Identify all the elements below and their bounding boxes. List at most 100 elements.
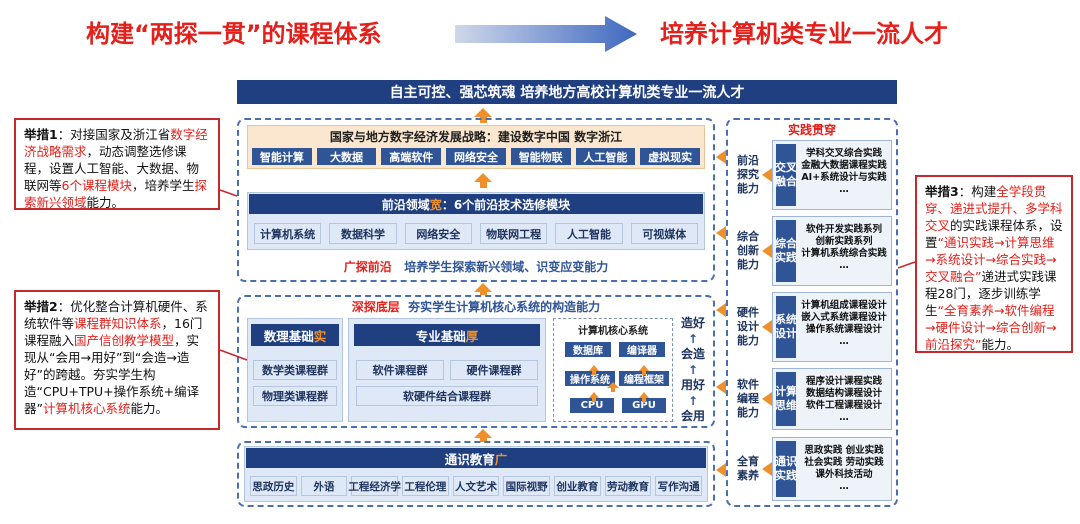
note1-r1: 数字经济战略需求 — [24, 127, 208, 159]
frontier-item: 人工智能 — [555, 223, 623, 244]
math-title-pre: 数理基础 — [263, 328, 314, 344]
general-title-em: 广 — [494, 451, 508, 467]
frontier-footer-red: 广探前沿 — [343, 260, 392, 274]
practice-type: 综合 实践 — [775, 220, 797, 282]
frontier-item: 可视媒体 — [630, 223, 698, 244]
strategy-item: 智能物联 — [510, 148, 571, 165]
strategy-item: 人工智能 — [575, 148, 636, 165]
general-item: 外语 — [300, 476, 348, 496]
pro-title-em: 厚 — [465, 328, 479, 344]
arrow-left-icon — [762, 392, 772, 406]
note3-t3: 递进式实践课程28门，逐步训练学生 — [925, 269, 1057, 318]
frontier-title-em: 宽 — [429, 197, 442, 212]
note-measure-3: 举措3：构建全学段贯穿、递进式提升、多学科交叉的实践课程体系，设置“通识实践→计… — [915, 175, 1073, 353]
strategy-item: 网络安全 — [446, 148, 506, 165]
general-title-bar: 通识教育广 — [246, 448, 706, 468]
frontier-item: 物联网工程 — [480, 223, 548, 244]
note1-r3: 探索新兴领域 — [24, 178, 207, 210]
frontier-title-bar: 前沿领域宽：6个前沿技术选修模块 — [249, 194, 703, 214]
strategy-item: 智能计算 — [252, 148, 312, 165]
note2-t4: 能力。 — [130, 401, 169, 416]
pro-title-pre: 专业基础 — [415, 328, 466, 344]
deep-title-blue: 夯实学生计算机核心系统的构造能力 — [408, 300, 601, 314]
note2-label: 举措2 — [24, 299, 58, 314]
note3-r1: 全学段贯穿、递进式提升、多学科交叉 — [925, 184, 1063, 233]
frontier-item: 计算机系统 — [254, 223, 322, 244]
note3-label: 举措3 — [925, 184, 959, 199]
math-title-em: 实 — [313, 328, 327, 344]
note3-t2: 的实践课程体系，设置 — [925, 218, 1063, 250]
frontier-item: 网络安全 — [404, 223, 472, 244]
practice-title: 实践贯穿 — [787, 123, 836, 137]
general-zone — [237, 441, 715, 507]
practice-ability: 硬件 设计 能力 — [737, 306, 759, 347]
general-title-pre: 通识教育 — [444, 451, 495, 467]
note2-r1: 课程群知识体系 — [74, 316, 162, 331]
arrow-left-icon — [716, 380, 726, 394]
practice-list: 软件开发实践系列 创新实践系列 计算机系统综合实践 … — [801, 224, 887, 271]
general-item: 思政历史 — [250, 476, 297, 496]
arrow-left-icon — [716, 150, 726, 164]
math-item: 数学类课程群 — [253, 360, 337, 380]
practice-type: 系统 设计 — [775, 296, 797, 358]
core-title: 计算机核心系统 — [578, 326, 648, 337]
strategy-item: 高端软件 — [381, 148, 442, 165]
note3-r3: “全育素养→软件编程→硬件设计→综合创新→前沿探究” — [925, 303, 1057, 352]
arrow-left-icon — [762, 168, 772, 182]
core-item-cpu: CPU — [570, 398, 614, 413]
core-item-compiler: 编译器 — [619, 342, 665, 357]
arrow-left-icon — [762, 462, 772, 476]
practice-zone — [726, 118, 898, 507]
right-title: 培养计算机类专业一流人才 — [660, 20, 948, 48]
note3-t4: 能力。 — [981, 337, 1019, 352]
deep-zone — [237, 295, 715, 428]
arrow-stem — [480, 182, 487, 188]
general-item: 创业教育 — [554, 476, 601, 496]
arrow-left-icon — [716, 226, 726, 240]
general-item: 写作沟通 — [655, 476, 702, 496]
practice-ability: 前沿 探究 能力 — [737, 154, 759, 195]
progress-step: 会造 — [680, 347, 705, 361]
note1-t4: 能力。 — [86, 195, 125, 210]
arrow-left-icon — [716, 303, 726, 317]
arrow-up-icon — [474, 283, 492, 292]
note1-t1: ：对接国家及浙江省 — [57, 127, 171, 142]
core-item-gpu: GPU — [622, 398, 666, 413]
pro-title: 专业基础厚 — [354, 324, 540, 346]
note-measure-1: 举措1：对接国家及浙江省数字经济战略需求，动态调整选修课程，设置人工智能、大数据… — [14, 118, 220, 210]
general-item: 劳动教育 — [604, 476, 652, 496]
strategy-item: 虚拟现实 — [640, 148, 700, 165]
deep-title-red: 深探底层 — [351, 300, 400, 314]
frontier-item: 数据科学 — [329, 223, 397, 244]
note-measure-2: 举措2：优化整合计算机硬件、系统软件等课程群知识体系，16门课程融入国产信创教学… — [14, 290, 220, 430]
note2-r2: 国产信创教学模型 — [74, 333, 175, 348]
big-arrow-icon — [455, 16, 637, 52]
practice-list: 计算机组成课程设计 嵌入式系统课程设计 操作系统课程设计 … — [801, 300, 887, 347]
core-arrows — [589, 365, 649, 402]
note2-r3: 计算机核心系统 — [42, 401, 131, 416]
frontier-title-pre: 前沿领域 — [381, 197, 430, 212]
arrow-up-icon — [474, 108, 492, 117]
note1-r2: 6个课程模块 — [61, 178, 132, 193]
arrow-up-icon — [474, 173, 492, 182]
left-title: 构建“两探一贯”的课程体系 — [86, 20, 382, 48]
practice-ability: 全育 素养 — [737, 455, 759, 482]
progress-arrow-icon: ↑ — [687, 331, 699, 346]
frontier-zone — [237, 118, 715, 282]
note2-t2: ，16门课程融入 — [24, 316, 203, 348]
math-item: 物理类课程群 — [253, 386, 337, 406]
general-item: 工程经济学 — [348, 476, 401, 496]
top-banner: 自主可控、强芯筑魂 培养地方高校计算机类专业一流人才 — [237, 80, 897, 104]
strategy-item: 大数据 — [316, 148, 377, 165]
math-title: 数理基础实 — [251, 324, 339, 346]
practice-ability: 综合 创新 能力 — [737, 230, 759, 271]
general-item: 人文艺术 — [452, 476, 500, 496]
practice-list: 学科交叉综合实践 金融大数据课程实践 AI+系统设计与实践 … — [801, 148, 887, 195]
progress-step: 用好 — [680, 378, 705, 392]
practice-type: 计算 思维 — [775, 372, 797, 426]
arrow-left-icon — [762, 320, 772, 334]
frontier-title-post: ：6个前沿技术选修模块 — [441, 197, 571, 212]
practice-list: 程序设计课程实践 数据结构课程设计 软件工程课程设计 … — [805, 376, 882, 423]
note3-t1: ：构建 — [958, 184, 997, 199]
